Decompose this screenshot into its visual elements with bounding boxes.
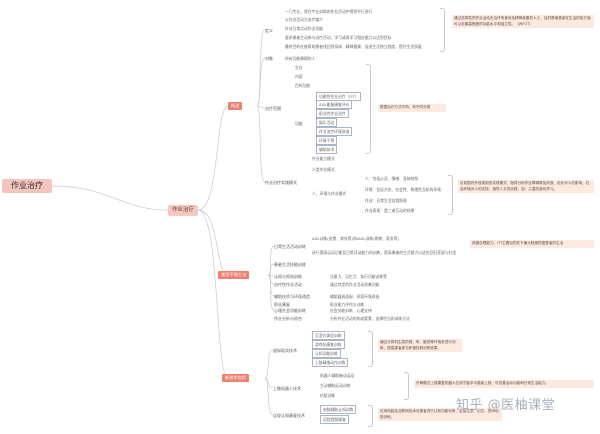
cognitive-item: 注意力、记忆力、执行功能训练等 xyxy=(330,274,387,279)
vr-brace xyxy=(368,331,373,367)
peo-note: 目前国内外较常用的实践模式，指导分析作业障碍原及改造、优化对人的影响，社会环境对… xyxy=(458,180,594,193)
adl-note: 改善自理能力，OT主要目的在于最大程度恢复患者的生活 xyxy=(470,240,594,248)
object-item: 所有功能障碍的人 xyxy=(285,56,316,61)
remote-brace xyxy=(368,405,373,427)
node-cognitive-training[interactable]: 认知与知觉训练 xyxy=(274,274,302,279)
node-psychosocial[interactable]: 心理社会功能训练 xyxy=(274,308,306,313)
node-adl-training[interactable]: 日常生活活动训练 xyxy=(274,244,306,249)
adl-item: ADL训练(进食、穿衣等)和IADL训练(购物、家务等) xyxy=(312,236,399,241)
vr-item-3: 认知功能训练 xyxy=(312,349,341,358)
node-function[interactable]: 功能 xyxy=(295,121,303,126)
branch-interventions[interactable]: 常用干预方法 xyxy=(218,271,250,279)
node-therapeutic-activity[interactable]: 治疗性作业活动 xyxy=(274,282,302,287)
skill-item: 进行提高运动功能及日常活动能力的训练，提高患者的生活能力以适应回归家庭与社会 xyxy=(312,250,457,255)
node-definition[interactable]: 定义 xyxy=(265,28,273,33)
robot-item-2: 主动辅助运动训练 xyxy=(320,383,351,388)
def-item-2: 以作业活动为治疗媒介 xyxy=(285,17,323,22)
node-practice-model[interactable]: 作业治疗实践模式 xyxy=(265,180,297,185)
node-assistive-tech[interactable]: 辅助技术与环境改造 xyxy=(274,294,310,299)
node-vocational[interactable]: 职业康复 xyxy=(274,302,290,307)
robot-item-3: 抗阻训练 xyxy=(320,393,336,398)
remote-item-1: 电脑辅助认知训练 xyxy=(320,405,357,414)
def-item-3: 针对日常活动作业功能 xyxy=(285,26,323,31)
node-peo-model[interactable]: 人、环境与作业模式 xyxy=(312,191,347,196)
vr-item-2: 游戏化康复训练 xyxy=(312,340,345,349)
func-item-6: 环境干预 xyxy=(316,136,338,145)
def-item-1: 一门专业，常在专业训练的作业活动中得到平行进行 xyxy=(285,9,373,14)
remote-item-2: 远程视频康复 xyxy=(320,415,349,424)
vr-item-4: 上肢精细动作训练 xyxy=(312,358,349,367)
branch-new-tech[interactable]: 新技术应用 xyxy=(222,374,249,382)
func-item-7: 辅助技术 xyxy=(316,145,338,154)
node-vr[interactable]: 虚拟现实技术 xyxy=(273,348,297,353)
node-robot[interactable]: 上肢机器人技术 xyxy=(273,386,301,391)
node-object[interactable]: 对象 xyxy=(265,56,273,61)
root-node[interactable]: 作业治疗 xyxy=(2,179,52,193)
robot-note: 外骨骼式上肢康复机器人应用于脑卒中患者上肢，可改善运动功能和日常生活能力。 xyxy=(414,380,594,388)
analysis-item: 分析作业活动的构成要素，选择恰当的训练方法 xyxy=(330,316,410,321)
content-item-2: 内容 xyxy=(295,74,303,79)
func-item-4: 娱乐活动 xyxy=(316,118,338,127)
peo-item-2: 环境：包括文化、社会性、物理性及机构环境 xyxy=(365,187,441,192)
assistive-item: 辅助器具选配、家居环境改造 xyxy=(330,294,380,299)
remote-note: 应用电脑及互联网技术对患者进行认知功能训练，包括注意、记忆、执行功能训练。 xyxy=(378,408,502,421)
func-item-2: ADL能量康复评价 xyxy=(316,100,353,109)
def-item-4: 要求患者主动参与治疗活动，学习或再学习相应能力以达到目标 xyxy=(285,35,392,40)
def-note: 通过选择性的作业活动去治疗有身体及精神疾患的人士，目的是使患者在生活的各方面可以… xyxy=(452,15,594,28)
peo-item-3: 作业：日常生活自我照顾 xyxy=(365,198,407,203)
func-item-5: 作业治疗环境改造 xyxy=(316,127,353,136)
model-item-1: 作业能力模式 xyxy=(312,156,335,161)
node-life-skill[interactable]: 患者生活技能训练 xyxy=(274,262,306,267)
model-item-2: 人类作业模式 xyxy=(312,167,335,172)
content-item-3: 目的功能 xyxy=(295,83,311,88)
peo-item-1: 人：包括心灵、情感、身体结构 xyxy=(365,176,419,181)
branch-overview[interactable]: 概述 xyxy=(228,102,243,110)
node-remote-cognitive[interactable]: 远程认知康复技术 xyxy=(273,413,305,418)
vocational-item: 职业能力评估与训练 xyxy=(330,302,365,307)
def-brace xyxy=(440,8,445,52)
psychosocial-item: 社会技能训练、心理支持 xyxy=(330,308,372,313)
vr-note: 通过计算机生成的视、听、触觉等环境来进行训练，提高患者参与积极性和训练效果。 xyxy=(378,339,462,352)
watermark-text: 知乎 @医柚课堂 xyxy=(456,398,556,413)
content-item-1: 生存 xyxy=(295,65,303,70)
peo-item-4: 作业表现：是三者互动的结果 xyxy=(365,208,415,213)
node-activity-analysis[interactable]: 作业分析与综合 xyxy=(274,316,302,321)
node-content[interactable]: 治疗范围 xyxy=(265,106,281,111)
robot-item-1: 机器人辅助被动运动 xyxy=(320,373,355,378)
content-brace xyxy=(366,64,371,154)
vr-item-1: 沉浸式体验训练 xyxy=(312,331,345,340)
content-note: 根据治疗方式不同，有不同分类 xyxy=(378,104,446,112)
robot-brace xyxy=(404,372,409,400)
therapeutic-item: 通过特定的作业活动改善功能 xyxy=(330,282,380,287)
func-item-3: 职业性作业治疗 xyxy=(316,109,349,118)
hub-node[interactable]: 作业治疗 xyxy=(168,205,198,216)
def-item-5: 最终目的在能帮助患者找回到身体、精神健康、促进生活独立程度，提升生活质量 xyxy=(285,44,422,49)
peo-brace xyxy=(448,175,453,215)
